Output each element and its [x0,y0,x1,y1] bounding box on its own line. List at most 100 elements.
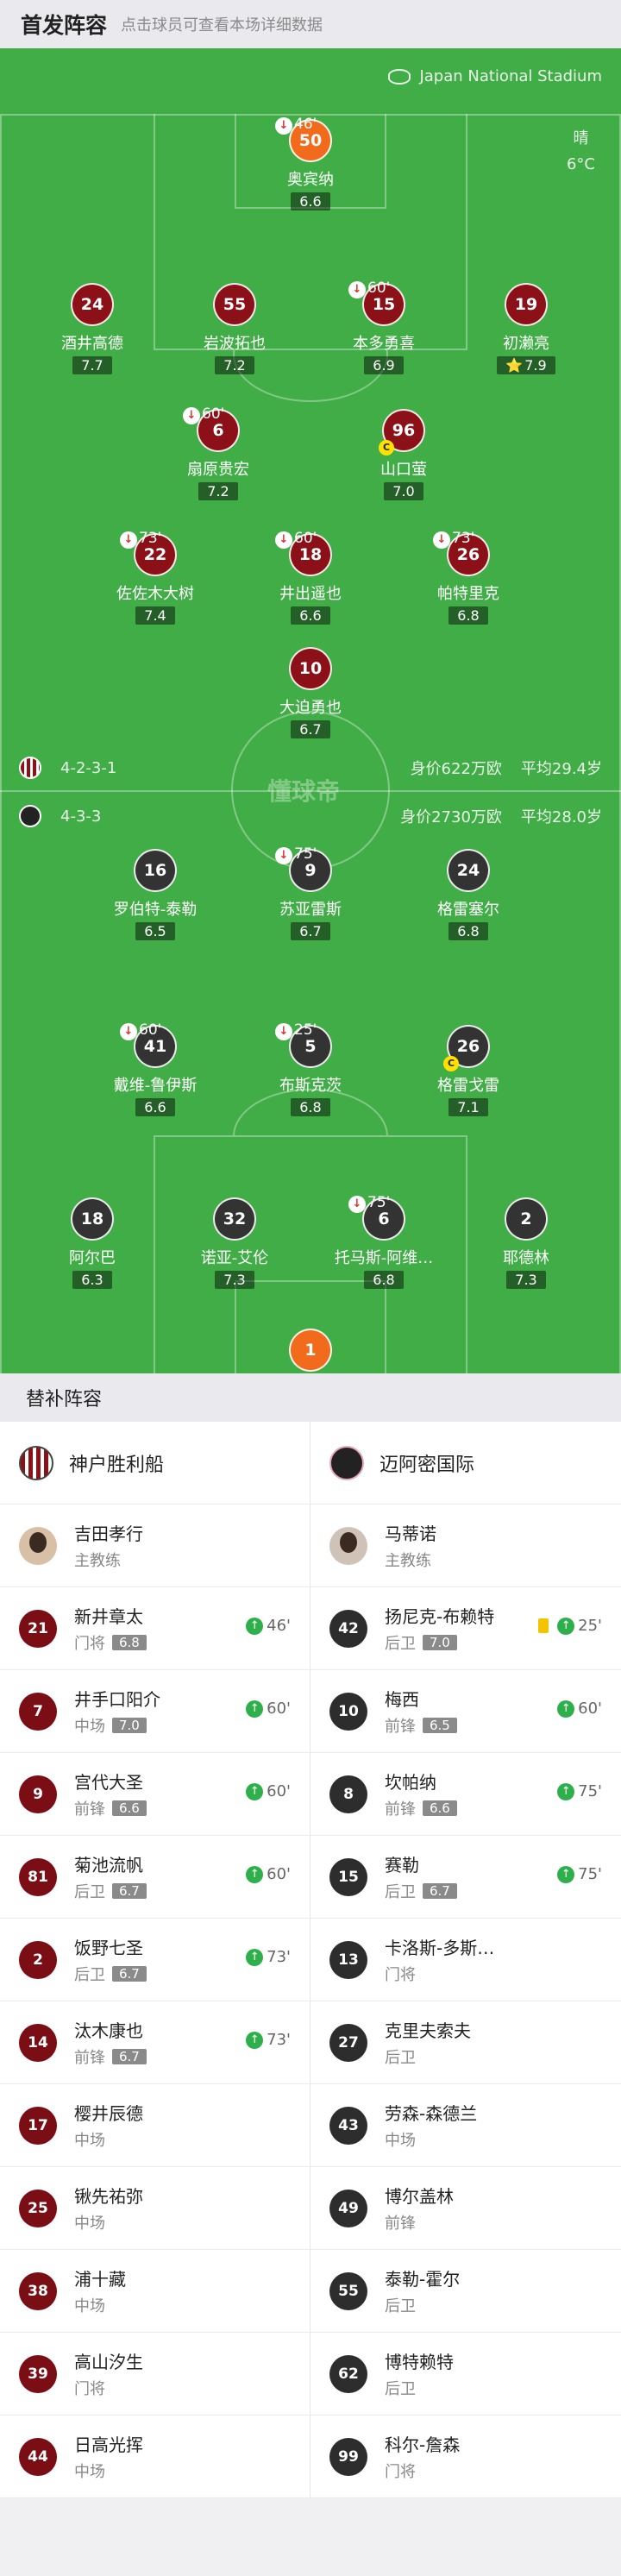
player-number: 18 [289,533,332,576]
player-rating: 6.7 [291,922,330,940]
player-rating: 7.7 [72,356,112,374]
position-text: 后卫 [385,2380,416,2398]
sub-player-info: 科尔-詹森门将 [385,2431,460,2482]
sub-player-name: 坎帕纳 [385,1772,436,1793]
player-number: 55 [213,283,256,326]
rating-value: 7.2 [207,483,229,499]
venue: Japan National Stadium [388,67,602,85]
player-rating: 7.2 [215,356,254,374]
player-name: 大迫勇也 [279,699,342,717]
sub-out-icon: ↓ [275,531,292,549]
rating-value: 6.3 [81,1272,104,1288]
player-name: 戴维-鲁伊斯 [113,1077,198,1095]
sub-in-minute: 60' [267,1782,291,1800]
home-club-row[interactable]: 神户胜利船 [0,1422,310,1505]
player-rating: 6.8 [364,1271,404,1289]
sub-time: 75' [294,845,317,863]
sub-time: 75' [367,1194,391,1211]
sub-player-info: 劳森-森德兰中场 [385,2100,477,2151]
sub-player-info: 泰勒-霍尔后卫 [385,2265,460,2316]
sub-player-number: 81 [19,1857,57,1896]
away-coach-row[interactable]: 马蒂诺 主教练 [310,1505,621,1587]
sub-in-time: ↑73' [246,1948,291,1966]
position-text: 后卫 [74,1966,105,1984]
sub-time: 60' [294,530,317,547]
player-number: 24 [71,283,114,326]
rating-value: 7.7 [81,357,104,374]
home-coach-row[interactable]: 吉田孝行 主教练 [0,1505,310,1587]
sub-player-number: 44 [19,2437,57,2476]
sub-in-time: ↑25' [538,1617,602,1635]
player-rating: 6.5 [135,922,175,940]
sub-player-position: 中场 [74,2128,143,2151]
player-number: 15 [362,283,405,326]
sub-time: 73' [452,530,475,547]
player-token[interactable]: 1卡伦德7.3 [246,1329,375,1373]
away-club-row[interactable]: 迈阿密国际 [310,1422,621,1505]
home-club-name: 神户胜利船 [69,1454,165,1476]
player-rating: 6.8 [448,922,488,940]
sub-in-icon: ↑ [557,1865,575,1883]
player-token[interactable]: 6↓75'托马斯-阿维…6.8 [319,1194,448,1289]
player-rating: ⭐7.9 [497,356,555,374]
sub-player-number: 14 [19,2023,57,2062]
player-name: 扇原贵宏 [187,461,249,479]
position-text: 门将 [74,2380,105,2398]
sub-in-minute: 60' [578,1700,602,1718]
sub-player-name: 劳森-森德兰 [385,2103,478,2124]
sub-player-position: 中场 [74,2211,143,2234]
sub-player-name: 克里夫索夫 [385,2020,471,2041]
player-name: 托马斯-阿维… [334,1249,434,1267]
sub-player-number: 15 [329,1857,367,1896]
pitch: Japan National Stadium 晴 6°C 懂球帝 4-2-3-1… [0,48,621,1373]
